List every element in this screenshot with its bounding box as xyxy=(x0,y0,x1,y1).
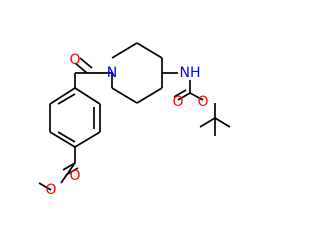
tert-butyl-methyl-bond xyxy=(199,117,216,128)
benzene-ring xyxy=(49,87,101,148)
piperidine-ring xyxy=(111,42,163,104)
atom-labels: O N NH O O O O xyxy=(45,52,208,198)
nitrogen-atom-label: N xyxy=(107,65,117,81)
piperidine-bond xyxy=(136,87,163,104)
tert-butyl-methyl-bond xyxy=(214,117,231,128)
oxygen-atom-label: O xyxy=(69,168,80,184)
piperidine-bond xyxy=(111,42,138,59)
chemical-structure-diagram: O N NH O O O O xyxy=(38,42,231,198)
carbamate-carbonyl-double-bond xyxy=(173,89,187,98)
nh-atom-label: NH xyxy=(180,65,201,81)
ring-bond xyxy=(49,87,76,105)
ring-bond xyxy=(74,87,101,105)
carbamate-carbonyl-bond xyxy=(177,92,191,101)
methoxy-bond xyxy=(38,182,52,191)
methyl-ester xyxy=(38,147,79,191)
ester-carbonyl-bond xyxy=(62,162,76,171)
carbamate-ester-bond xyxy=(189,92,204,101)
piperidine-bond xyxy=(111,87,138,104)
boc-carbamate xyxy=(162,72,231,136)
oxygen-atom-label: O xyxy=(69,52,80,68)
ring-bond xyxy=(49,131,76,148)
piperidine-bond xyxy=(136,42,163,59)
amide-carbonyl-double-bond xyxy=(74,62,88,74)
oxygen-atom-label: O xyxy=(197,94,208,110)
aromatic-inner-bond xyxy=(57,93,76,105)
aromatic-inner-bond xyxy=(57,131,76,143)
oxygen-atom-label: O xyxy=(172,94,183,110)
amide-linker xyxy=(74,57,112,88)
ester-to-oxygen-bond xyxy=(60,162,76,184)
oxygen-atom-label: O xyxy=(45,182,56,198)
ring-bond xyxy=(74,131,101,148)
amide-carbonyl-double-bond-second xyxy=(79,57,93,69)
